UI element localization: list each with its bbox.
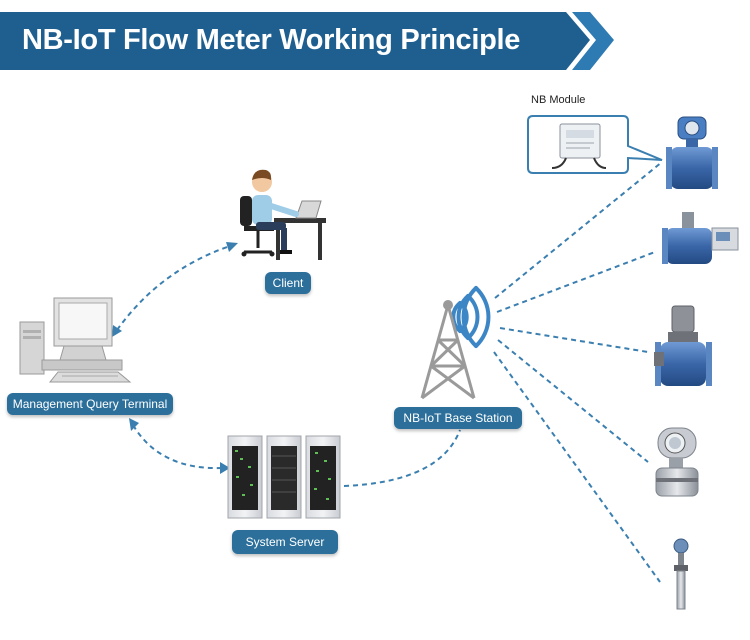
nb-module-callout	[527, 115, 663, 174]
arrowhead-terminal-top	[112, 325, 122, 337]
title-banner-shape	[0, 12, 590, 70]
client-label: Client	[265, 272, 311, 294]
arrowhead-terminal-bottom	[129, 418, 139, 431]
connector-lines	[116, 161, 663, 583]
connector-bs-meter-5	[493, 351, 661, 583]
connector-server-basestation	[343, 429, 461, 487]
base-station-tower-icon	[420, 286, 491, 400]
computer-terminal-icon	[19, 297, 132, 383]
arrowhead-server	[220, 462, 230, 474]
arrowhead-client	[226, 242, 238, 252]
connector-terminal-server	[132, 424, 223, 470]
title-banner-accent	[572, 12, 614, 70]
flow-meter-5-icon	[673, 538, 689, 610]
page-title: NB-IoT Flow Meter Working Principle	[22, 24, 521, 56]
nb-module-label: NB Module	[531, 94, 586, 106]
flow-meter-3-icon	[654, 305, 712, 386]
base-station-label: NB-IoT Base Station	[394, 407, 522, 429]
flow-meter-1-icon	[666, 116, 718, 189]
connector-bs-meter-4	[497, 339, 649, 463]
flow-meter-2-icon	[662, 212, 739, 264]
connector-bs-meter-2	[496, 251, 656, 313]
connector-bs-meter-3	[499, 327, 649, 353]
server-rack-icon	[227, 435, 341, 519]
connector-bs-meter-1	[494, 161, 663, 299]
management-terminal-label: Management Query Terminal	[7, 393, 173, 415]
system-server-label: System Server	[232, 530, 338, 554]
client-icon	[240, 169, 326, 260]
arrowheads	[112, 242, 238, 474]
title-banner	[0, 12, 614, 70]
flow-meter-4-icon	[655, 427, 699, 497]
connector-terminal-client	[116, 245, 231, 331]
